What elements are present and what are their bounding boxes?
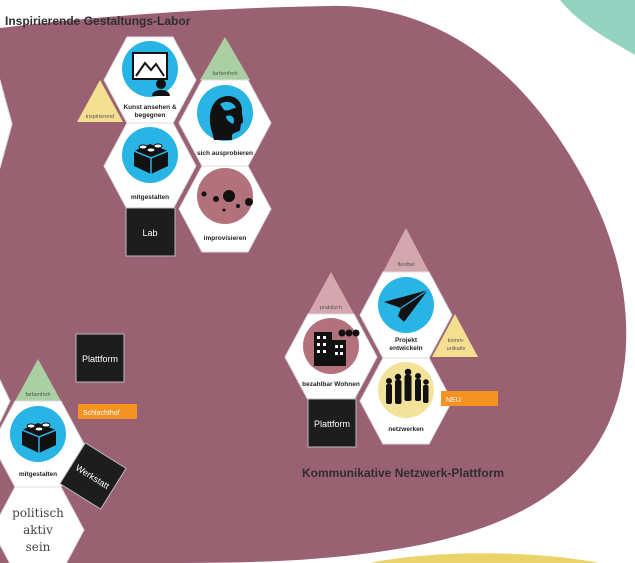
tag-neu — [441, 391, 498, 406]
hex-partial-left-2 — [0, 379, 11, 423]
lego-brick-icon-left — [10, 406, 66, 462]
triangle-farbenfroh-left — [15, 359, 61, 401]
triangle-kommunikativ — [432, 314, 478, 357]
lego-brick-icon — [122, 127, 178, 183]
triangle-kommunikativ-label: komm- — [448, 338, 465, 344]
hex-partial-left — [0, 79, 13, 169]
triangle-praktisch-label: praktisch — [320, 305, 342, 311]
square-plattform-network — [307, 398, 357, 448]
triangle-farbenfroh-label: farbenfroh — [212, 71, 237, 77]
buildings-icon — [303, 318, 360, 374]
triangle-flexibel-label: flexibel — [397, 262, 414, 268]
lab-title: Inspirierende Gestaltungs-Labor — [5, 14, 191, 28]
triangle-kommunikativ-label-2: unikativ — [447, 346, 466, 352]
hex-politisch-line2: aktiv — [23, 523, 53, 537]
square-plattform-left-label: Plattform — [82, 354, 118, 364]
hex-mitgestalten-label: mitgestalten — [131, 194, 169, 201]
hex-improvisieren-label: improvisieren — [204, 235, 247, 242]
hex-ausprobieren-label: sich ausprobieren — [197, 150, 253, 157]
picture-icon — [122, 41, 178, 97]
hex-wohnen-label: bezahlbar Wohnen — [302, 381, 360, 388]
network-title: Kommunikative Netzwerk-Plattform — [302, 466, 504, 480]
yellow-blob — [370, 553, 600, 563]
triangle-flexibel — [383, 228, 429, 272]
triangle-praktisch — [308, 272, 354, 314]
triangle-inspirierend-label: inspirierend — [86, 114, 114, 120]
triangle-farbenfroh-left-label: farbenfroh — [25, 392, 50, 398]
triangle-inspirierend — [77, 80, 123, 122]
hex-kunst-label-2: begegnen — [135, 112, 166, 119]
bubbles-icon — [197, 168, 253, 224]
hex-kunst-label: Kunst ansehen & — [123, 104, 176, 111]
hex-projekt-label: Projekt — [395, 337, 418, 344]
square-werkstatt — [59, 442, 127, 510]
hex-projekt-label-2: entwickeln — [389, 345, 422, 352]
hex-politisch-line3: sein — [26, 540, 51, 554]
tag-neu-label: NEU — [446, 397, 461, 404]
triangle-farbenfroh — [200, 37, 250, 80]
people-icon — [378, 362, 434, 418]
hex-politisch-line1: politisch — [12, 506, 64, 520]
square-plattform-network-label: Plattform — [314, 419, 350, 429]
hex-mitgestalten-left-label: mitgestalten — [19, 471, 57, 478]
teal-blob — [560, 0, 635, 55]
square-lab — [125, 207, 176, 257]
hex-politisch-aktiv-sein — [0, 486, 85, 563]
hex-netzwerken-label: netzwerken — [388, 426, 423, 433]
paper-plane-icon — [378, 277, 434, 333]
square-lab-label: Lab — [142, 228, 157, 238]
tag-schlachthof-label: Schlachthof — [83, 410, 120, 417]
square-plattform-left — [75, 333, 125, 383]
tag-schlachthof — [78, 404, 137, 419]
head-globe-icon — [197, 85, 253, 141]
